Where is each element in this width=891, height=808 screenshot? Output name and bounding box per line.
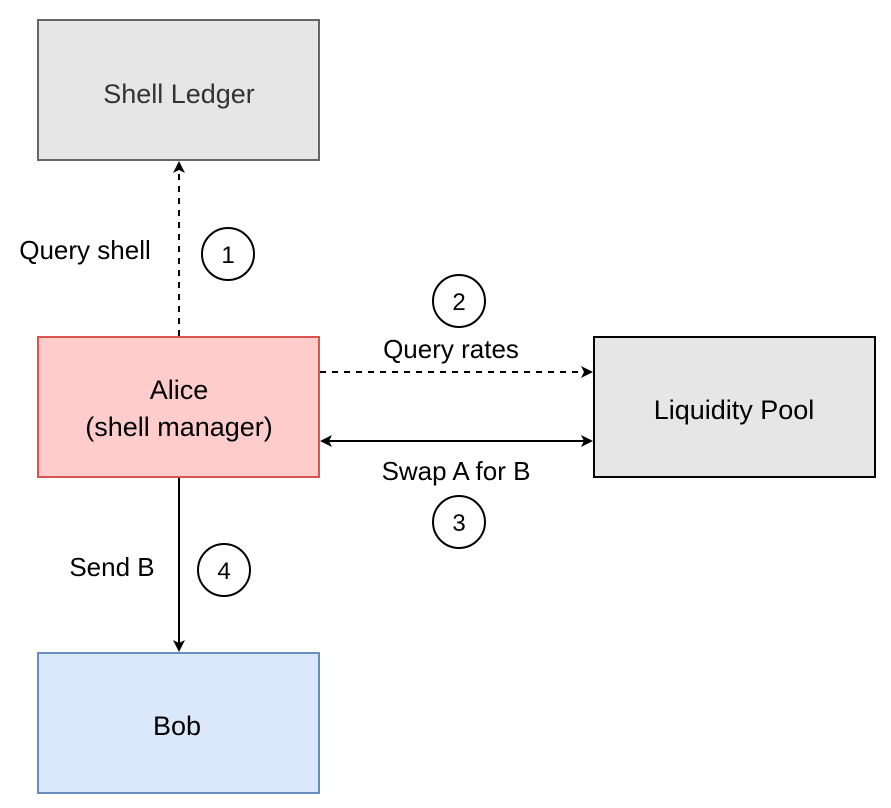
liquidity-pool-box: [593, 336, 876, 478]
alice-label: Alice: [150, 375, 209, 405]
bob-label: Bob: [153, 711, 201, 741]
swap-edge: Swap A for B 3: [320, 435, 593, 549]
bob-node[interactable]: Bob: [37, 652, 320, 794]
step-4-number: 4: [217, 558, 230, 585]
step-1-number: 1: [221, 242, 234, 269]
shell-ledger-node[interactable]: Shell Ledger: [37, 19, 320, 161]
step-2-badge: [432, 274, 486, 328]
bob-box: [37, 652, 320, 794]
step-2-number: 2: [452, 289, 465, 316]
query-shell-edge: Query shell 1: [19, 161, 255, 336]
shell-ledger-box: [37, 19, 320, 161]
alice-role-label: (shell manager): [85, 412, 273, 442]
liquidity-pool-label: Liquidity Pool: [654, 395, 815, 425]
swap-label: Swap A for B: [382, 456, 531, 486]
alice-node[interactable]: Alice (shell manager): [37, 336, 320, 478]
query-shell-label: Query shell: [19, 235, 151, 265]
step-4-badge: [197, 543, 251, 597]
query-rates-label: Query rates: [383, 334, 519, 364]
alice-box: [37, 336, 320, 478]
step-3-badge: [432, 495, 486, 549]
step-1-badge: [201, 227, 255, 281]
shell-ledger-label: Shell Ledger: [103, 79, 255, 109]
liquidity-pool-node[interactable]: Liquidity Pool: [593, 336, 876, 478]
send-b-label: Send B: [69, 552, 154, 582]
send-b-edge: Send B 4: [69, 478, 251, 652]
step-3-number: 3: [452, 510, 465, 537]
query-rates-edge: Query rates 2: [320, 274, 593, 378]
